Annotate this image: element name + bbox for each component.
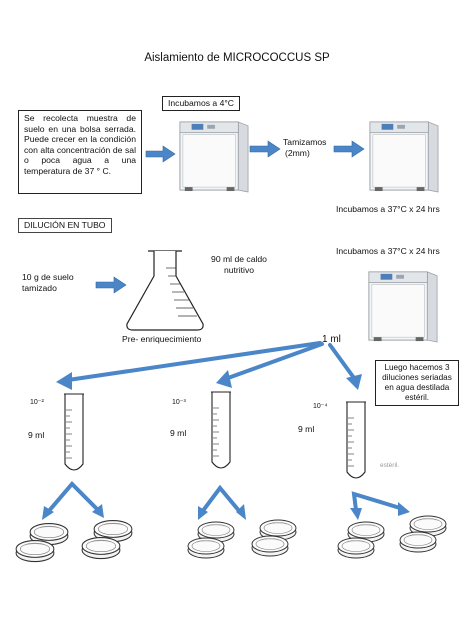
petri-dish-6b [399, 531, 437, 553]
tube-1-exponent: 10⁻² [30, 399, 44, 406]
petri-dish-1b [15, 540, 55, 563]
flask-label: Pre- enriquecimiento [122, 334, 202, 344]
serial-dilution-note: Luego hacemos 3 diluciones seriadas en a… [375, 360, 459, 406]
transfer-arrowheads [56, 370, 362, 390]
incubator-37-bottom-icon [368, 271, 438, 343]
tube-1-volume: 9 ml [28, 430, 45, 440]
sample-description-box: Se recolecta muestra de suelo en una bol… [18, 110, 142, 194]
tube-2-exponent: 10⁻³ [172, 399, 186, 406]
incubate-37-label-top: Incubamos a 37°C x 24 hrs [336, 204, 440, 214]
incubator-37-top-icon [369, 121, 439, 193]
sieve-size-label: (2mm) [285, 148, 310, 158]
broth-label: 90 ml de caldo nutritivo [211, 254, 267, 275]
transfer-volume-label: 1 ml [322, 334, 341, 345]
petri-dish-3b [187, 537, 225, 559]
incubator-4c-icon [179, 121, 249, 193]
incubate-37-label-bottom: Incubamos a 37°C x 24 hrs [336, 246, 440, 256]
dilution-section-label: DILUCIÓN EN TUBO [18, 218, 112, 233]
test-tube-3-icon [345, 401, 367, 479]
erlenmeyer-flask-icon [126, 250, 204, 331]
test-tube-2-icon [210, 391, 232, 469]
petri-dish-4b [251, 535, 289, 557]
sieve-label: Tamizamos [283, 137, 327, 147]
test-tube-1-icon [63, 393, 85, 471]
tube-overlay-text: estéril. [380, 462, 400, 469]
arrow-to-sieve [249, 140, 281, 158]
tube-2-volume: 9 ml [170, 428, 187, 438]
plating-arrowheads [42, 502, 410, 520]
arrow-to-incubator-37 [333, 140, 365, 158]
tube-3-exponent: 10⁻⁴ [313, 403, 328, 410]
incubate-4c-label: Incubamos a 4°C [162, 96, 241, 111]
petri-dish-5b [337, 537, 375, 559]
transfer-arrows [66, 341, 356, 382]
arrow-to-incubator-4c [145, 145, 176, 163]
tube-3-volume: 9 ml [298, 424, 315, 434]
soil-amount-label: 10 g de suelo tamizado [22, 272, 74, 293]
page-title: Aislamiento de MICROCOCCUS SP [144, 52, 330, 64]
arrow-soil-to-flask [95, 276, 127, 294]
plating-arrows [46, 481, 402, 514]
petri-dish-2b [81, 537, 121, 560]
